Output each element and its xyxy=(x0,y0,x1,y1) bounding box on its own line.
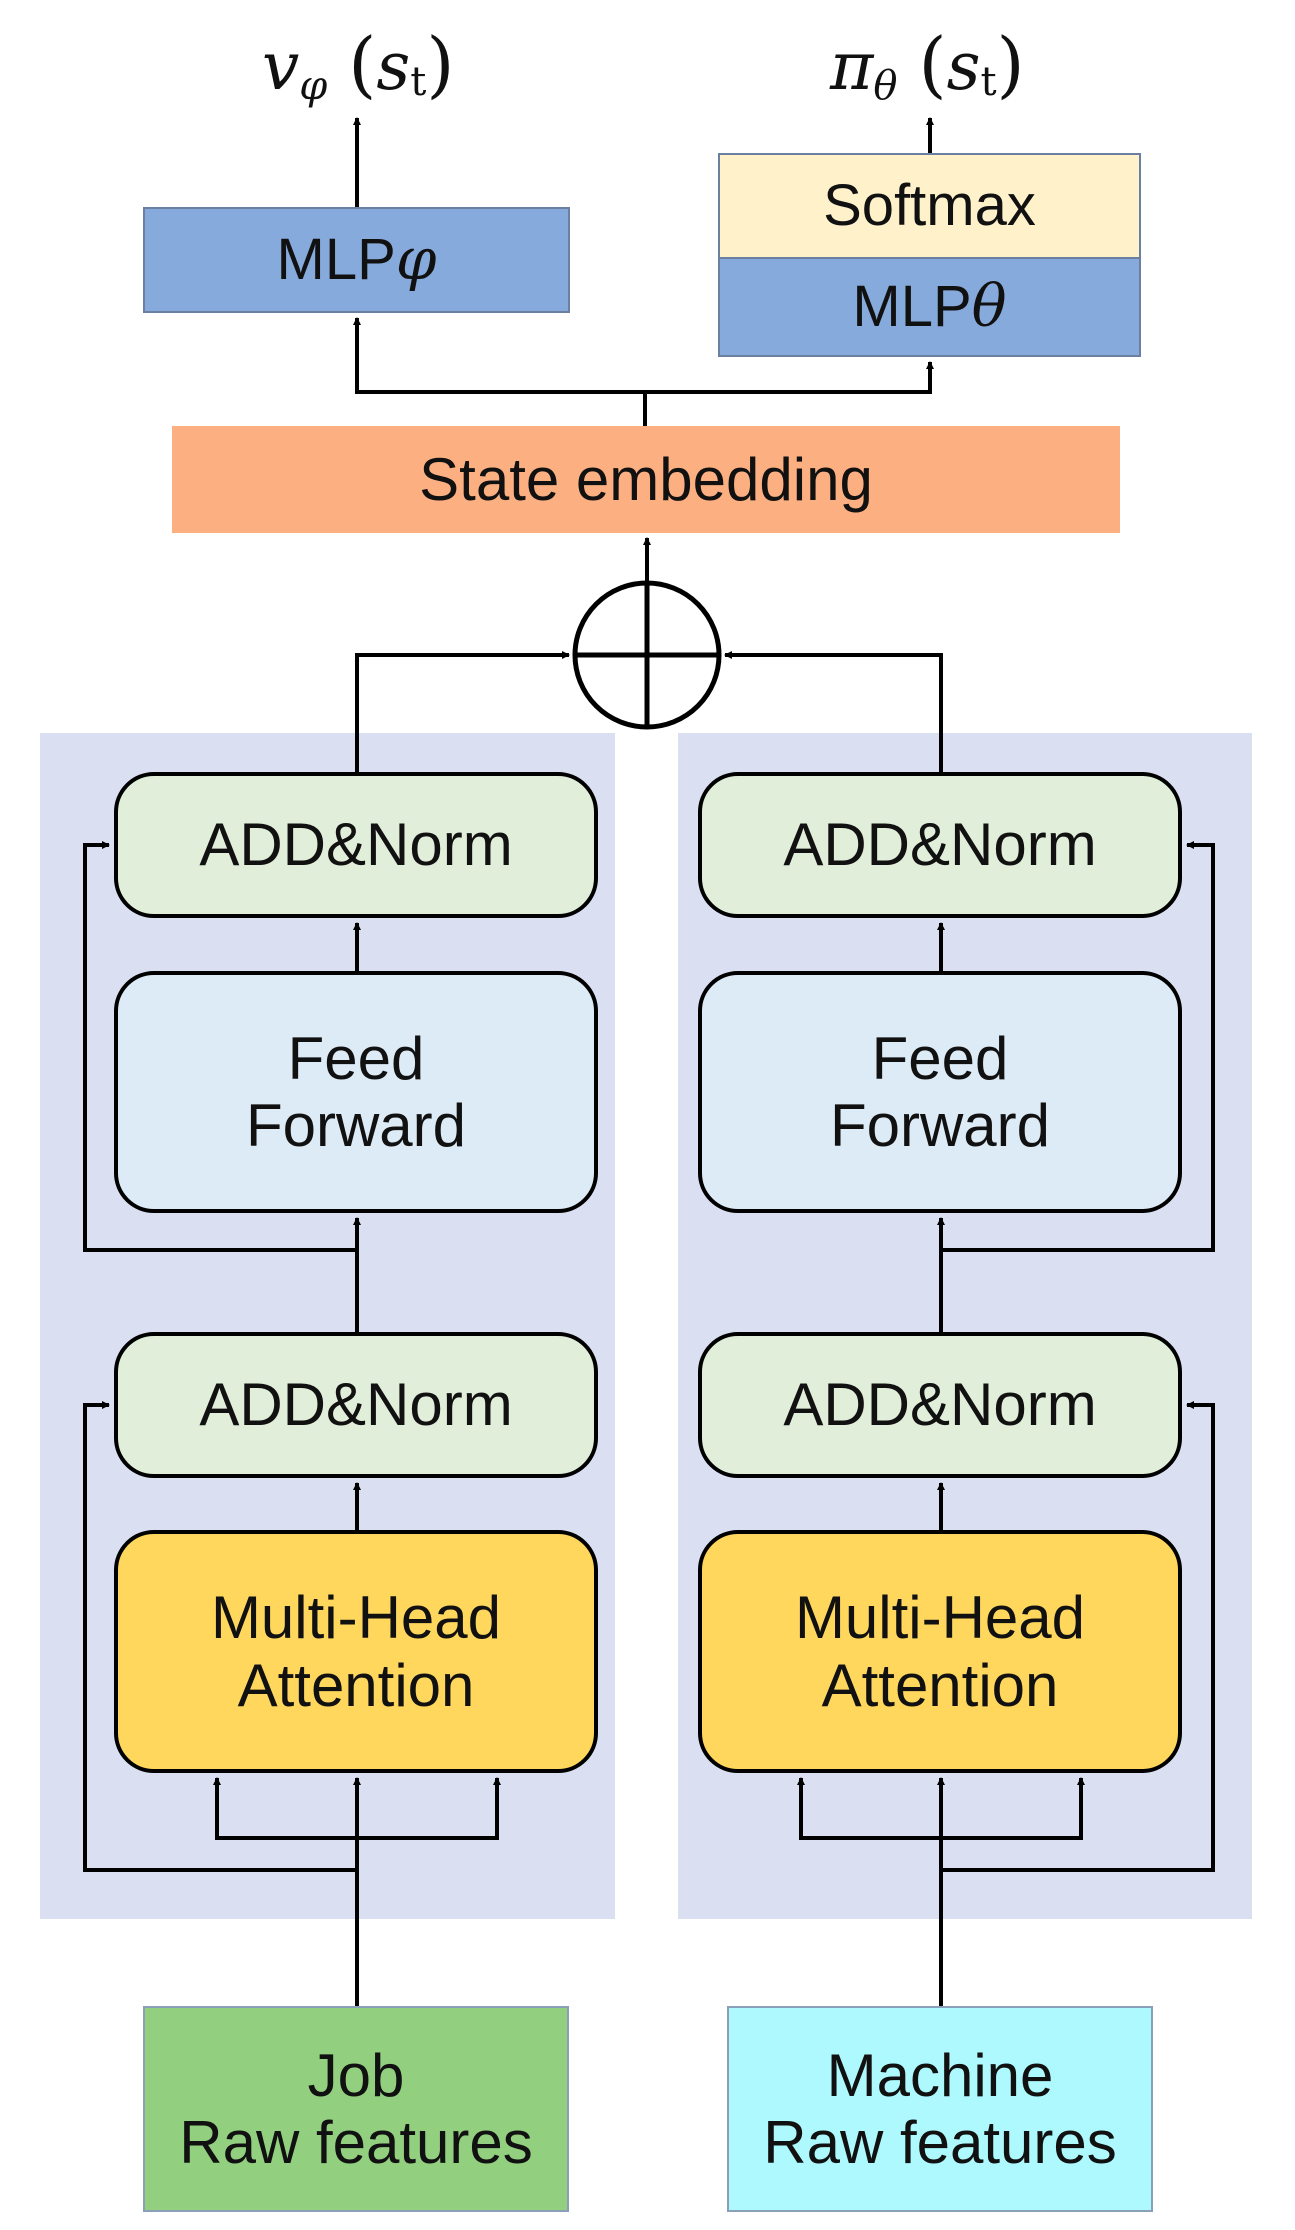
policy-open-paren: ( xyxy=(918,22,947,106)
state-embedding-box: State embedding xyxy=(172,426,1120,533)
machine-add-norm-bottom: ADD&Norm xyxy=(698,1332,1182,1478)
phi-symbol: φ xyxy=(395,225,437,294)
softmax-box: Softmax xyxy=(718,153,1141,259)
value-arg-subscript: t xyxy=(410,59,427,105)
value-arg: s xyxy=(376,28,411,105)
policy-arg-subscript: t xyxy=(980,59,997,105)
value-open-paren: ( xyxy=(348,22,377,106)
job-encoder-to-sum-arrow xyxy=(355,651,570,772)
embedding-to-actor-arrow xyxy=(645,361,934,394)
critic-mlp-box: MLPφ xyxy=(143,207,570,313)
job-raw-features-box: Job Raw features xyxy=(143,2006,569,2212)
theta-symbol: θ xyxy=(971,272,1007,341)
state-embedding-label: State embedding xyxy=(419,445,873,513)
value-output-label: vφ (st) xyxy=(262,22,454,109)
machine-raw-features-box: Machine Raw features xyxy=(727,2006,1153,2212)
critic-mlp-label: MLPφ xyxy=(276,225,437,294)
policy-symbol: π xyxy=(830,28,874,105)
machine-residual-top xyxy=(941,841,1215,1252)
policy-subscript: θ xyxy=(873,63,898,109)
actor-mlp-label: MLPθ xyxy=(852,272,1007,341)
job-multi-head-attention: Multi-Head Attention xyxy=(114,1530,598,1773)
policy-arg: s xyxy=(946,28,981,105)
job-add-norm-bottom: ADD&Norm xyxy=(114,1332,598,1478)
job-residual-top xyxy=(83,841,357,1252)
sum-node-cross xyxy=(575,583,719,727)
softmax-label: Softmax xyxy=(823,172,1036,238)
machine-qkv-split xyxy=(799,1778,1083,1840)
machine-residual-bottom xyxy=(941,1401,1215,1872)
machine-feed-forward: Feed Forward xyxy=(698,971,1182,1213)
job-residual-bottom xyxy=(83,1401,357,1872)
machine-multi-head-attention: Multi-Head Attention xyxy=(698,1530,1182,1773)
job-qkv-split xyxy=(215,1778,499,1840)
machine-encoder-to-sum-arrow xyxy=(724,651,943,772)
value-close-paren: ) xyxy=(426,22,455,106)
value-subscript: φ xyxy=(299,63,328,109)
actor-mlp-box: MLPθ xyxy=(718,257,1141,357)
job-feed-forward: Feed Forward xyxy=(114,971,598,1213)
machine-add-norm-top: ADD&Norm xyxy=(698,772,1182,918)
job-add-norm-top: ADD&Norm xyxy=(114,772,598,918)
policy-output-label: πθ (st) xyxy=(830,22,1025,109)
embedding-to-critic-arrow xyxy=(353,317,647,426)
value-symbol: v xyxy=(262,28,300,105)
policy-close-paren: ) xyxy=(996,22,1025,106)
